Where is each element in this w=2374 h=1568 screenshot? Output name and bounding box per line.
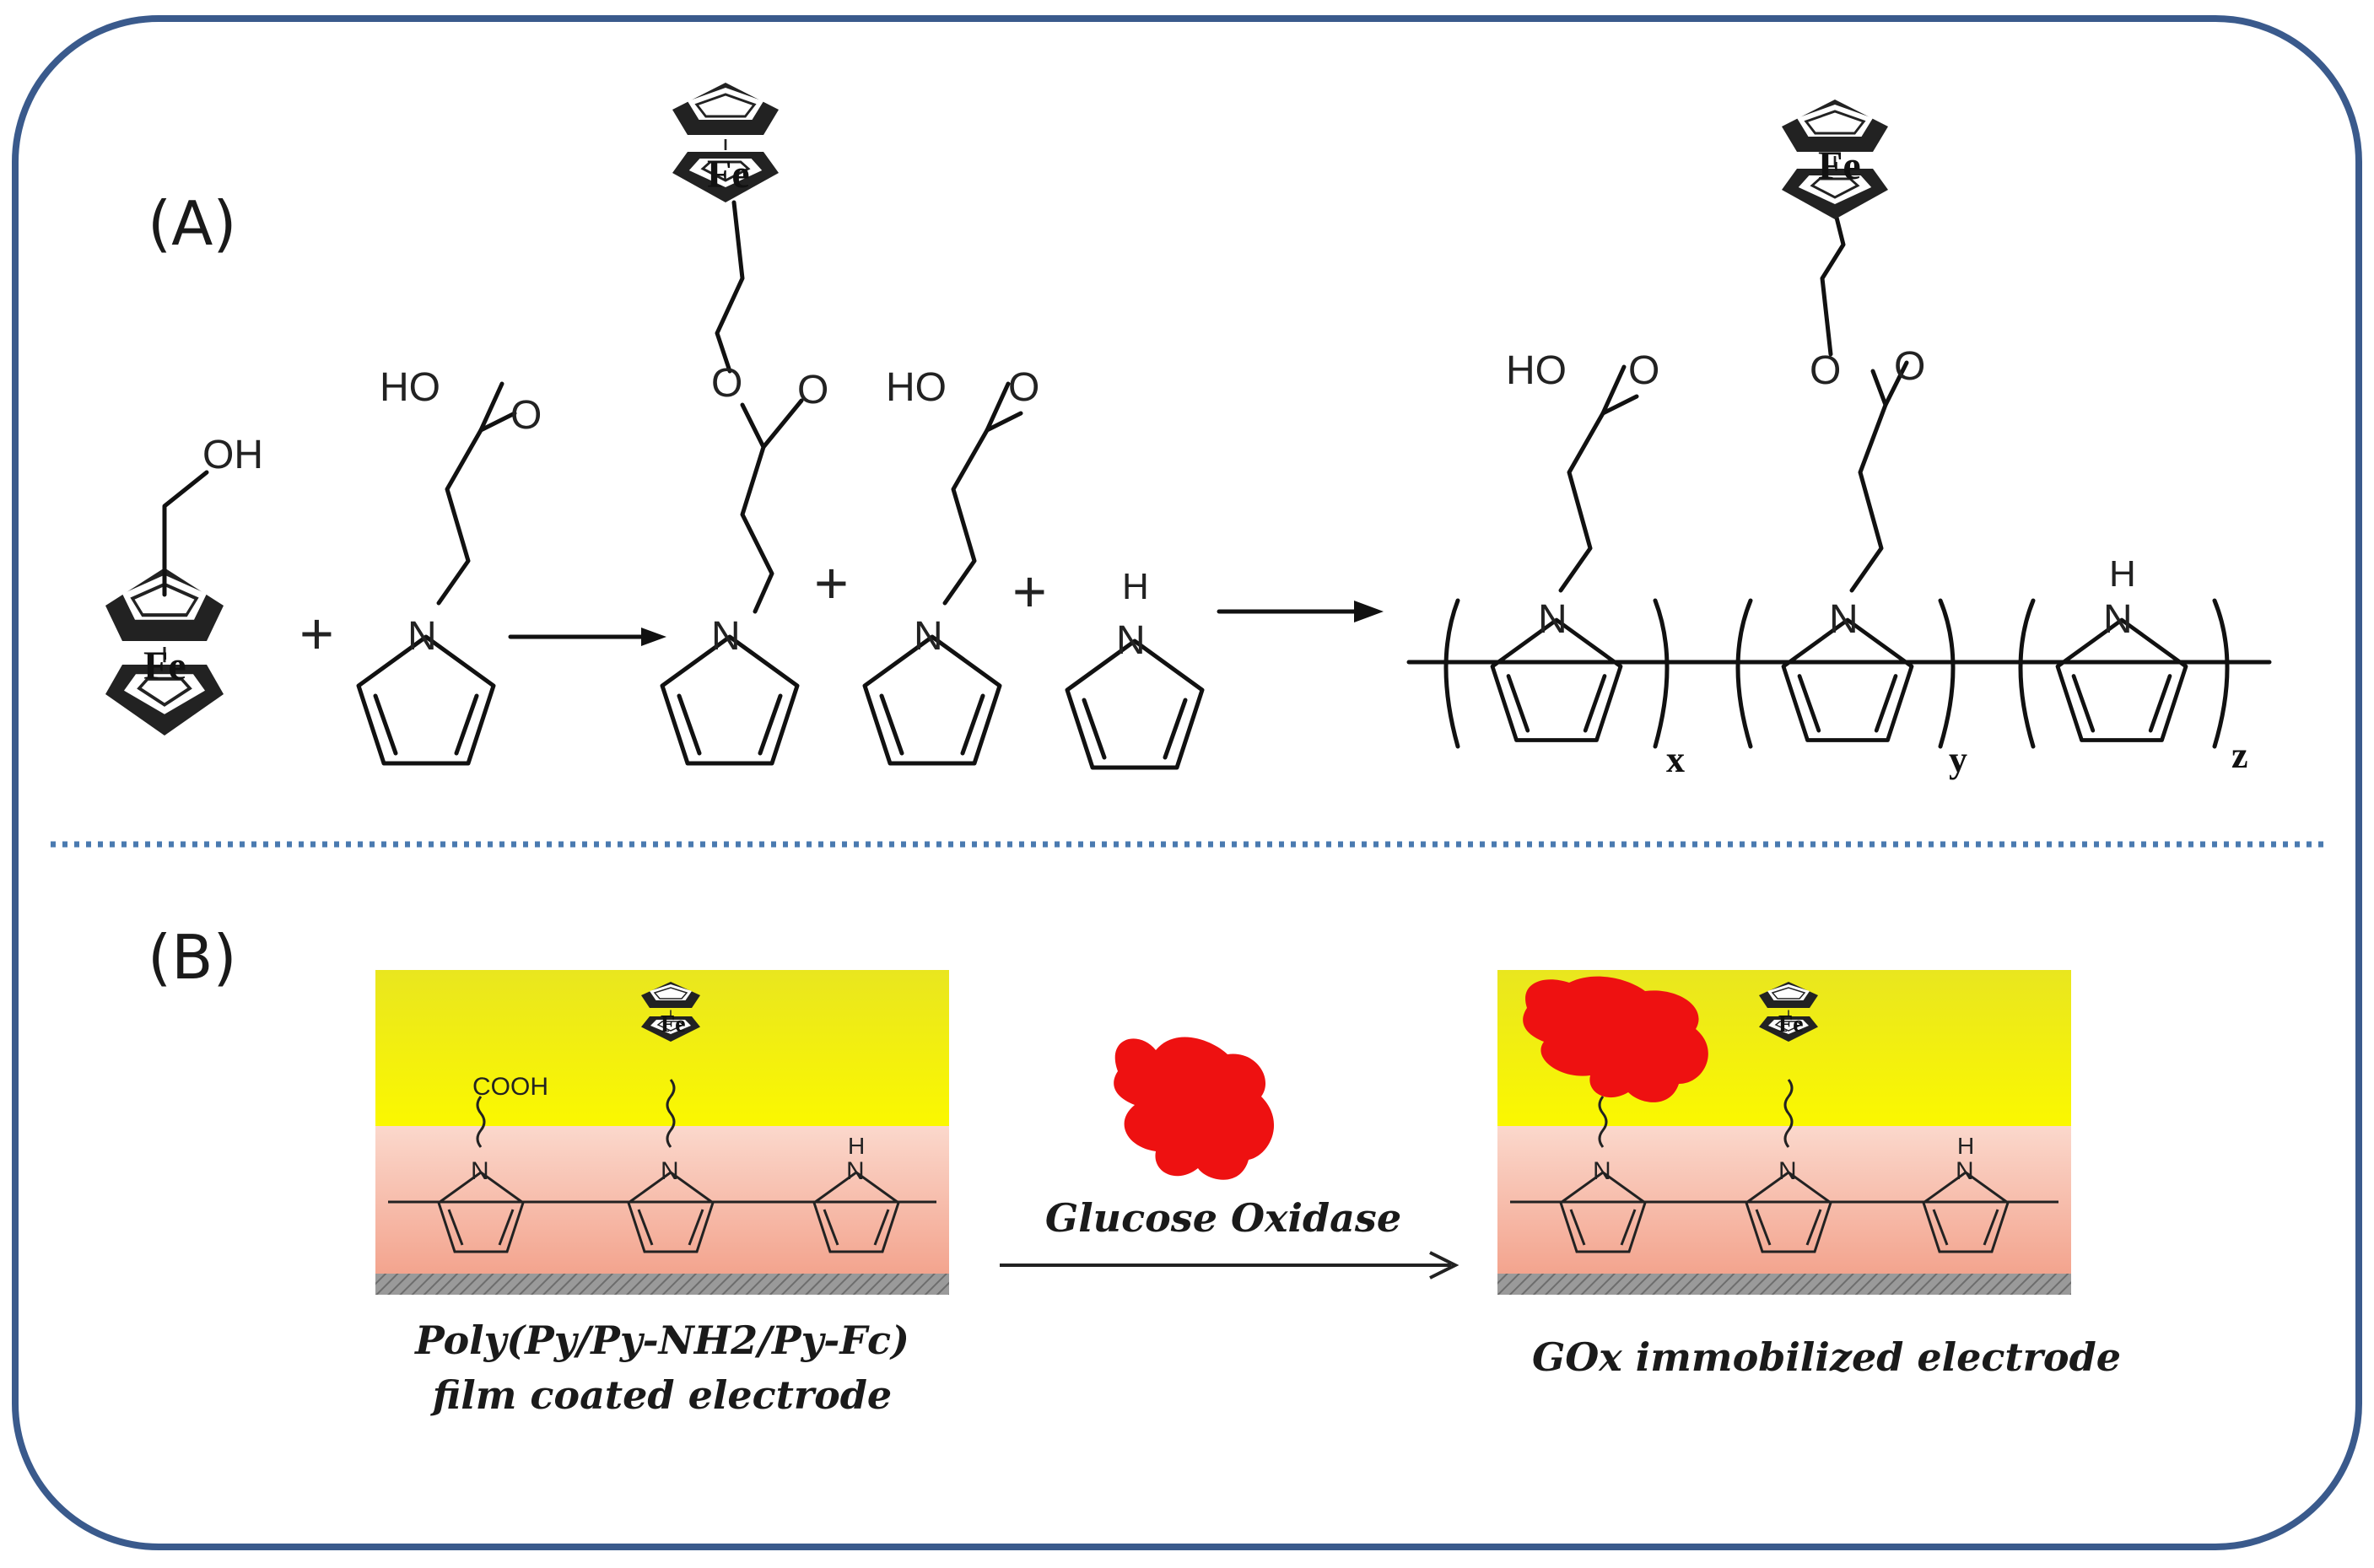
atom-n-5: N bbox=[1538, 597, 1567, 642]
atom-ho-3: HO bbox=[1506, 348, 1567, 393]
atom-o-3: O bbox=[797, 368, 828, 412]
atom-h-b1: H bbox=[848, 1133, 865, 1159]
atom-o-2: O bbox=[711, 361, 742, 406]
atom-h-1: H bbox=[1122, 566, 1149, 607]
gox-enzyme-blob bbox=[1523, 976, 1708, 1102]
atom-fe-1: Fe bbox=[143, 644, 186, 688]
atom-n-b5: N bbox=[1778, 1157, 1797, 1185]
atom-ho-2: HO bbox=[886, 365, 947, 410]
atom-n-1: N bbox=[407, 614, 437, 659]
reaction-arrow-b bbox=[1000, 1251, 1459, 1280]
left-electrode: N N N H COOH Fe bbox=[375, 970, 949, 1295]
atom-o-5: O bbox=[1628, 348, 1659, 393]
atom-n-3: N bbox=[914, 614, 943, 659]
atom-oh: OH bbox=[202, 433, 263, 477]
figure-frame bbox=[12, 15, 2362, 1550]
atom-o-7: O bbox=[1894, 344, 1925, 389]
ferrocene-ester-pyrrole: Fe O O N bbox=[662, 81, 828, 763]
glucose-oxidase-blob bbox=[1114, 1037, 1275, 1180]
linker-wave-4 bbox=[1783, 1079, 1794, 1148]
atom-fe-2: Fe bbox=[707, 152, 750, 197]
ferrocenemethanol: OH Fe bbox=[105, 433, 263, 736]
left-caption-line1: Poly(Py/Py-NH2/Py-Fc) bbox=[413, 1317, 909, 1363]
atom-h-b2: H bbox=[1957, 1133, 1974, 1159]
plus-sign-3: + bbox=[1012, 558, 1047, 624]
atom-o-4: O bbox=[1008, 365, 1039, 410]
reaction-arrow-2 bbox=[1217, 601, 1384, 622]
linker-wave-3 bbox=[1598, 1096, 1608, 1148]
atom-n-b4: N bbox=[1593, 1157, 1611, 1185]
atom-ho-1: HO bbox=[380, 365, 440, 410]
atom-h-2: H bbox=[2109, 553, 2136, 595]
linker-wave-1 bbox=[476, 1096, 486, 1148]
atom-fe-3: Fe bbox=[1818, 143, 1861, 188]
linker-wave-2 bbox=[666, 1079, 676, 1148]
atom-o-1: O bbox=[510, 393, 542, 438]
atom-n-b2: N bbox=[661, 1157, 679, 1185]
right-caption: GOx immobilized electrode bbox=[1532, 1334, 2121, 1380]
panel-a-label: (A) bbox=[148, 188, 236, 259]
right-electrode: N N N H Fe bbox=[1497, 970, 2071, 1295]
atom-o-6: O bbox=[1810, 348, 1841, 393]
pyrrole-nh: N H bbox=[1067, 566, 1202, 768]
subscript-x: x bbox=[1666, 739, 1685, 780]
substrate-bar bbox=[375, 1274, 949, 1295]
panel-b-label: (B) bbox=[148, 922, 237, 993]
atom-n-6: N bbox=[1829, 597, 1859, 642]
subscript-z: z bbox=[2231, 735, 2248, 776]
atom-fe-b2: Fe bbox=[1778, 1011, 1804, 1037]
substrate-bar bbox=[1497, 1274, 2071, 1295]
copolymer-structure: N HO O x N O O Fe y N H z bbox=[1406, 98, 2272, 780]
plus-sign-2: + bbox=[814, 550, 849, 616]
pyrrole-propanoic-acid-2: N HO O bbox=[865, 365, 1039, 763]
left-caption-line2: film coated electrode bbox=[430, 1372, 892, 1418]
atom-n-b1: N bbox=[471, 1157, 489, 1185]
atom-n-4: N bbox=[1116, 618, 1146, 663]
atom-n-b3: N bbox=[846, 1157, 865, 1185]
pyrrole-propanoic-acid: N HO O bbox=[359, 365, 542, 763]
glucose-oxidase-label: Glucose Oxidase bbox=[1045, 1195, 1401, 1241]
plus-sign-1: + bbox=[299, 601, 334, 666]
subscript-y: y bbox=[1949, 739, 1967, 780]
atom-cooh: COOH bbox=[472, 1073, 548, 1101]
atom-fe-b1: Fe bbox=[661, 1011, 686, 1037]
atom-n-2: N bbox=[711, 614, 741, 659]
atom-n-7: N bbox=[2103, 597, 2133, 642]
reaction-arrow-1 bbox=[508, 628, 666, 646]
atom-n-b6: N bbox=[1956, 1157, 1974, 1185]
